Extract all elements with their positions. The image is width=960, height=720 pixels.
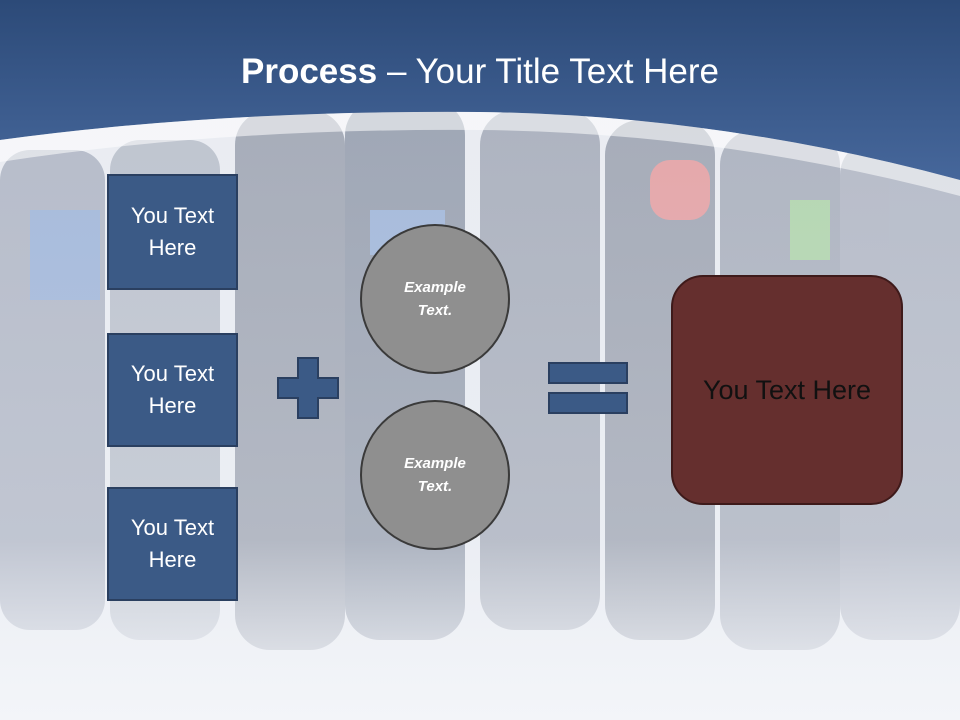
input-box-label: You Text Here: [130, 515, 215, 572]
title-rest: – Your Title Text Here: [377, 52, 719, 91]
circle-label: Example Text.: [404, 455, 466, 495]
example-circle-1[interactable]: Example Text.: [360, 224, 510, 374]
example-circle-2[interactable]: Example Text.: [360, 400, 510, 550]
equals-icon: [548, 362, 628, 414]
input-box-label: You Text Here: [130, 361, 215, 418]
result-label: You Text Here: [702, 374, 872, 405]
circle-label: Example Text.: [404, 279, 466, 319]
plus-icon: [277, 357, 339, 419]
input-box-1[interactable]: You Text Here: [107, 174, 238, 290]
result-box[interactable]: You Text Here: [671, 275, 903, 505]
input-box-label: You Text Here: [130, 203, 215, 260]
title-bold: Process: [241, 52, 378, 91]
title-banner: [0, 0, 960, 196]
input-box-2[interactable]: You Text Here: [107, 333, 238, 447]
input-box-3[interactable]: You Text Here: [107, 487, 238, 601]
slide-title: Process – Your Title Text Here: [0, 52, 960, 92]
